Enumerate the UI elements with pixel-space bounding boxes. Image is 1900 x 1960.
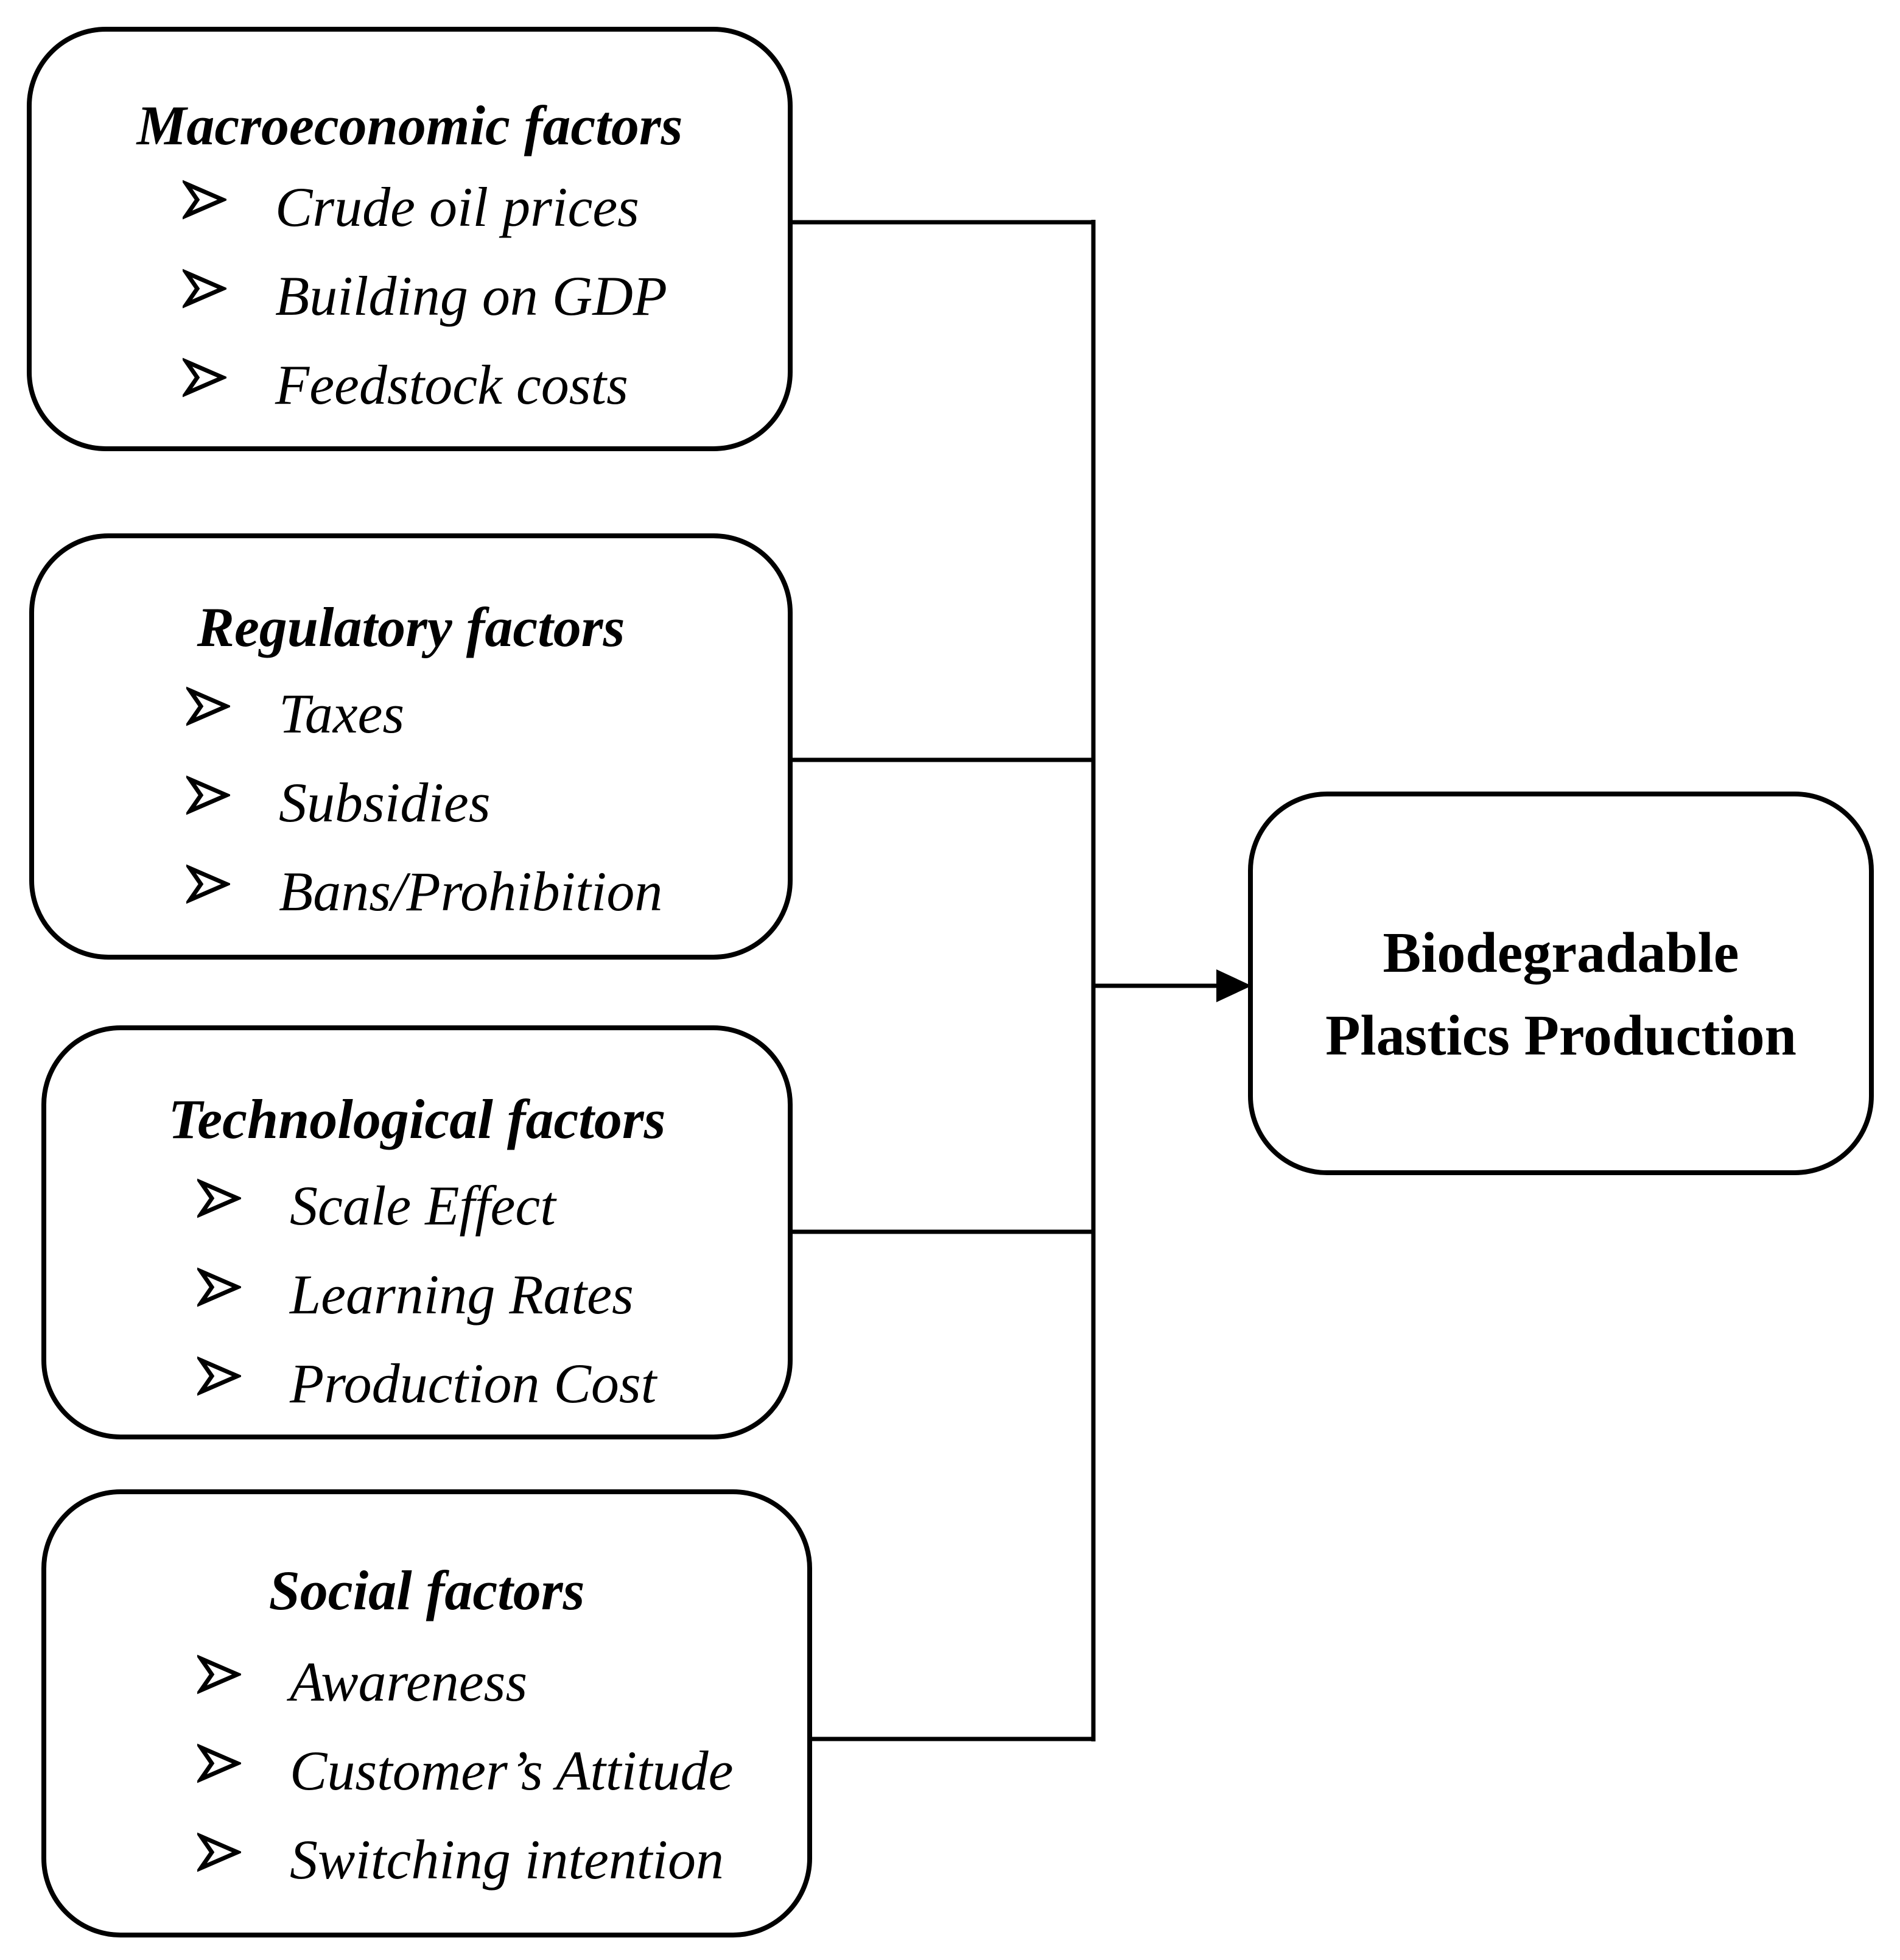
list-item: Scale Effect xyxy=(290,1175,556,1237)
list-item: Taxes xyxy=(279,683,405,745)
arrow-bullet-icon xyxy=(197,1654,241,1695)
list-item: Customer’s Attitude xyxy=(290,1740,734,1802)
list-item: Crude oil prices xyxy=(275,176,639,238)
social-factors-title: Social factors xyxy=(268,1559,585,1621)
list-item: Learning Rates xyxy=(290,1263,634,1326)
arrow-bullet-icon xyxy=(183,269,226,309)
arrow-bullet-icon xyxy=(197,1832,241,1872)
regulatory-factors-title: Regulatory factors xyxy=(197,596,625,658)
biodegradable-plastics-production-box: Biodegradable Plastics Production xyxy=(1248,792,1874,1175)
list-item: Feedstock costs xyxy=(275,354,628,416)
arrow-bullet-icon xyxy=(197,1267,241,1307)
arrow-bullet-icon xyxy=(186,686,230,726)
list-item: Bans/Prohibition xyxy=(279,860,663,922)
social-factors-box: Social factors Awareness Customer’s Atti… xyxy=(41,1489,812,1937)
technological-factors-title: Technological factors xyxy=(168,1088,666,1150)
target-label-line2: Plastics Production xyxy=(1325,1004,1797,1067)
macroeconomic-factors-title: Macroeconomic factors xyxy=(136,94,683,156)
arrow-bullet-icon xyxy=(186,775,230,815)
arrow-bullet-icon xyxy=(183,357,226,398)
arrow-bullet-icon xyxy=(197,1743,241,1783)
regulatory-factors-box: Regulatory factors Taxes Subsidies Bans/… xyxy=(29,533,793,960)
macroeconomic-factors-box: Macroeconomic factors Crude oil prices B… xyxy=(27,27,793,451)
list-item: Awareness xyxy=(290,1651,528,1713)
arrow-bullet-icon xyxy=(197,1178,241,1218)
arrow-bullet-icon xyxy=(186,864,230,904)
arrow-bullet-icon xyxy=(197,1356,241,1396)
list-item: Switching intention xyxy=(290,1828,724,1891)
list-item: Subsidies xyxy=(279,771,491,834)
list-item: Building on GDP xyxy=(275,265,667,327)
list-item: Production Cost xyxy=(290,1352,657,1414)
arrow-bullet-icon xyxy=(183,180,226,220)
arrowhead-icon xyxy=(1216,969,1252,1002)
technological-factors-box: Technological factors Scale Effect Learn… xyxy=(41,1025,793,1439)
target-label-line1: Biodegradable xyxy=(1383,921,1739,985)
